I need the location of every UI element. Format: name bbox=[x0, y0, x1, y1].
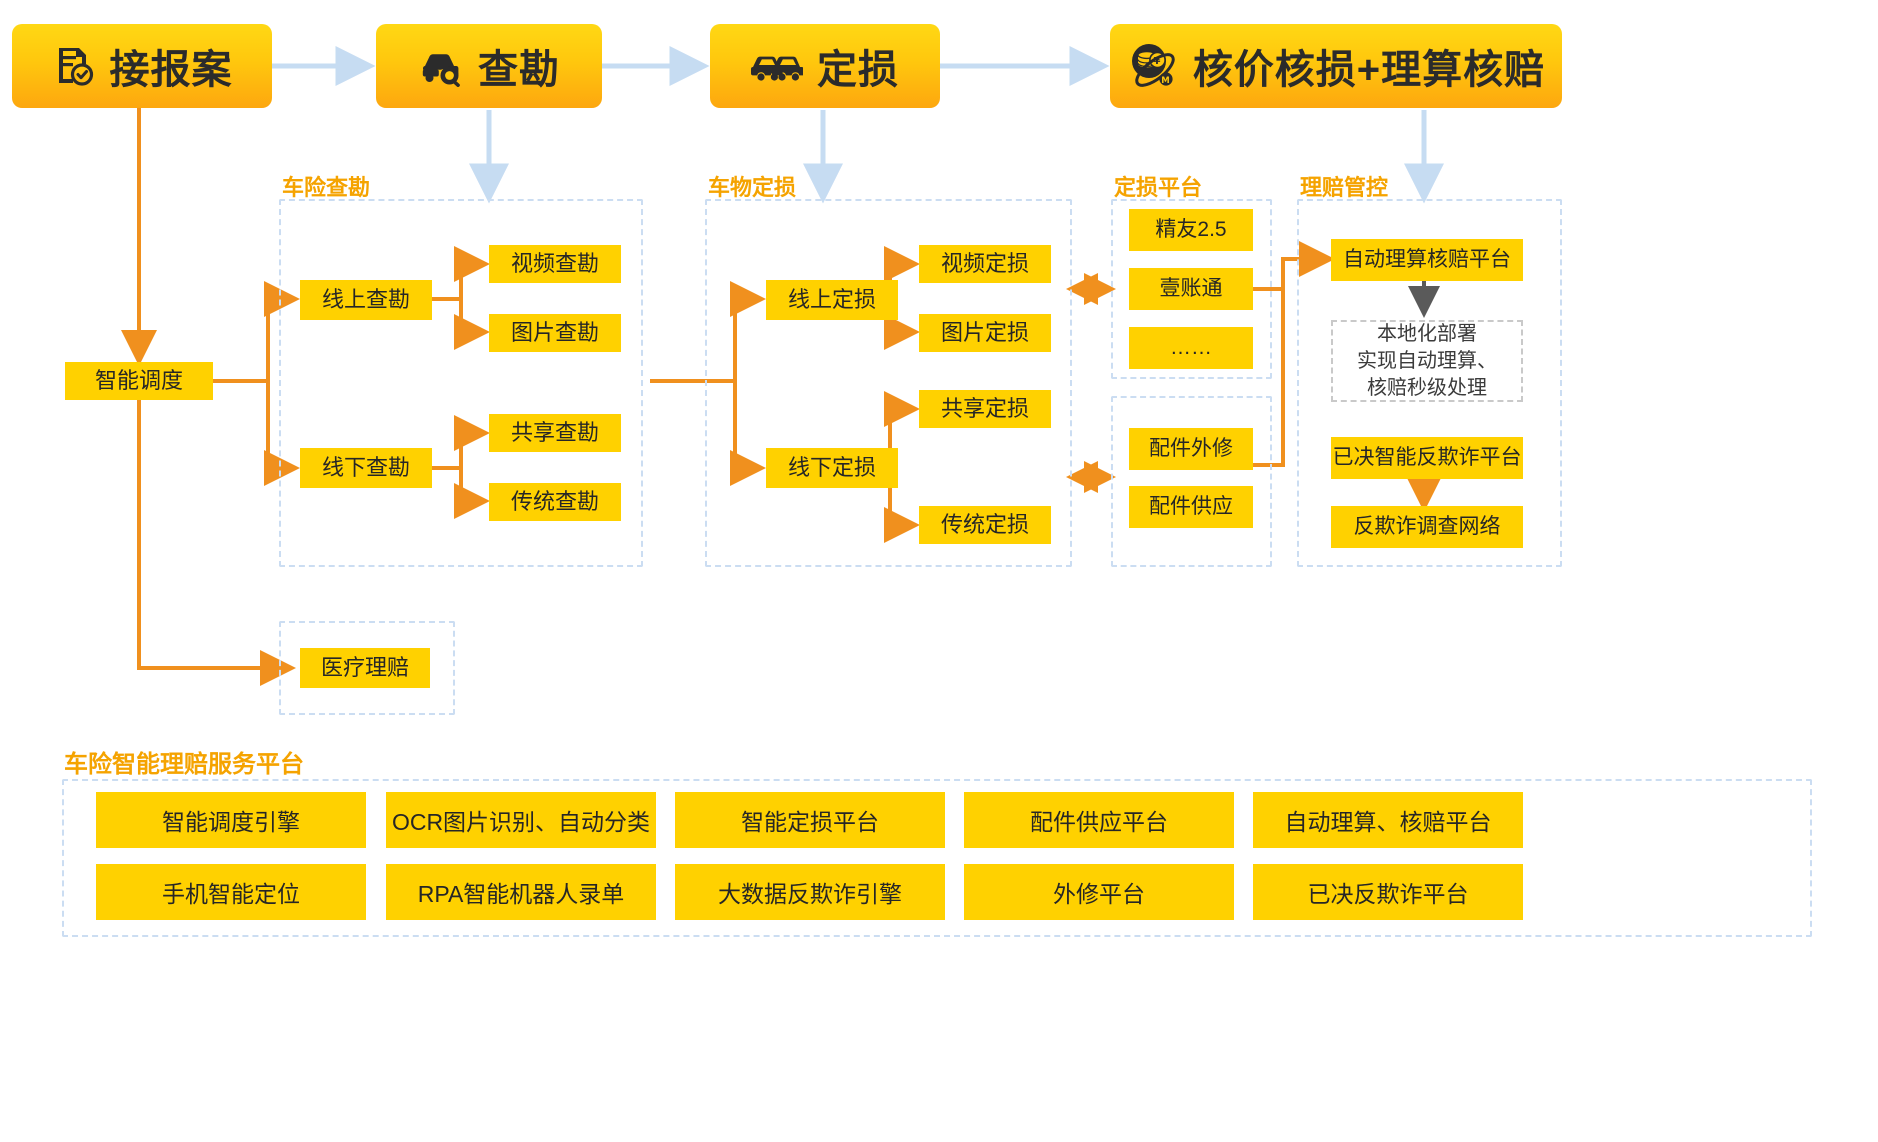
group-lipei-guankong bbox=[1297, 199, 1562, 567]
group-label-dingsun-pingtai: 定损平台 bbox=[1114, 175, 1203, 200]
group-chewu-dingsun bbox=[705, 199, 1072, 567]
leaf-traditional-assess[interactable]: 传统定损 bbox=[919, 506, 1051, 544]
branch-offline-assess[interactable]: 线下定损 bbox=[766, 448, 898, 488]
car-magnifier-icon bbox=[418, 45, 464, 87]
service-platform-title: 车险智能理赔服务平台 bbox=[64, 751, 304, 778]
document-check-icon bbox=[52, 44, 96, 88]
service-platform-cell[interactable]: 智能调度引擎 bbox=[96, 792, 366, 848]
coins-yen-icon: ¥ M bbox=[1127, 42, 1179, 90]
group-medical-claim bbox=[279, 621, 455, 715]
group-chexian-chakan bbox=[279, 199, 643, 567]
group-label-chewu-dingsun: 车物定损 bbox=[708, 175, 797, 200]
stage-label-3: 定损 bbox=[817, 48, 899, 92]
service-platform-cell[interactable]: 大数据反欺诈引擎 bbox=[675, 864, 945, 920]
stage-label-4: 核价核损+理算核赔 bbox=[1192, 48, 1546, 92]
assess-platform-parts-repair[interactable]: 配件外修 bbox=[1129, 428, 1253, 470]
leaf-photo-assess[interactable]: 图片定损 bbox=[919, 314, 1051, 352]
branch-offline-survey[interactable]: 线下查勘 bbox=[300, 448, 432, 488]
dispatch-box[interactable]: 智能调度 bbox=[65, 362, 213, 400]
group-label-lipei-guankong: 理赔管控 bbox=[1300, 175, 1389, 200]
service-platform-cell[interactable]: OCR图片识别、自动分类 bbox=[386, 792, 656, 848]
leaf-shared-assess[interactable]: 共享定损 bbox=[919, 390, 1051, 428]
service-platform-cell[interactable]: 已决反欺诈平台 bbox=[1253, 864, 1523, 920]
service-platform-cell[interactable]: 外修平台 bbox=[964, 864, 1234, 920]
svg-text:M: M bbox=[1161, 76, 1170, 86]
stage-box-1[interactable]: 接报案 bbox=[12, 24, 272, 108]
leaf-video-survey[interactable]: 视频查勘 bbox=[489, 245, 621, 283]
stage-box-2[interactable]: 查勘 bbox=[376, 24, 602, 108]
assess-platform-item-0[interactable]: 精友2.5 bbox=[1129, 209, 1253, 251]
assess-platform-parts-supply[interactable]: 配件供应 bbox=[1129, 486, 1253, 528]
service-platform-cell[interactable]: 配件供应平台 bbox=[964, 792, 1234, 848]
service-platform-cell[interactable]: 手机智能定位 bbox=[96, 864, 366, 920]
assess-platform-item-2[interactable]: …… bbox=[1129, 327, 1253, 369]
service-platform-container bbox=[62, 779, 1812, 937]
auto-settlement-platform-box[interactable]: 自动理算核赔平台 bbox=[1331, 239, 1523, 281]
stage-box-4[interactable]: ¥ M 核价核损+理算核赔 bbox=[1110, 24, 1562, 108]
branch-online-assess[interactable]: 线上定损 bbox=[766, 280, 898, 320]
service-platform-cell[interactable]: 智能定损平台 bbox=[675, 792, 945, 848]
service-platform-cell[interactable]: RPA智能机器人录单 bbox=[386, 864, 656, 920]
fraud-platform-box[interactable]: 已决智能反欺诈平台 bbox=[1331, 437, 1523, 479]
medical-claim-box[interactable]: 医疗理赔 bbox=[300, 648, 430, 688]
leaf-video-assess[interactable]: 视频定损 bbox=[919, 245, 1051, 283]
group-label-chexian-chakan: 车险查勘 bbox=[282, 175, 371, 200]
branch-online-survey[interactable]: 线上查勘 bbox=[300, 280, 432, 320]
group-dingsun-pingtai-upper bbox=[1111, 199, 1272, 379]
leaf-shared-survey[interactable]: 共享查勘 bbox=[489, 414, 621, 452]
svg-text:¥: ¥ bbox=[1153, 56, 1161, 67]
stage-label-2: 查勘 bbox=[478, 48, 560, 92]
assess-platform-item-1[interactable]: 壹账通 bbox=[1129, 268, 1253, 310]
fraud-network-box[interactable]: 反欺诈调查网络 bbox=[1331, 506, 1523, 548]
stage-box-3[interactable]: 定损 bbox=[710, 24, 940, 108]
local-deployment-note: 本地化部署 实现自动理算、 核赔秒级处理 bbox=[1331, 320, 1523, 402]
stage-label-1: 接报案 bbox=[109, 48, 233, 92]
leaf-photo-survey[interactable]: 图片查勘 bbox=[489, 314, 621, 352]
group-dingsun-pingtai-lower bbox=[1111, 396, 1272, 567]
dispatch-label: 智能调度 bbox=[94, 367, 183, 393]
leaf-traditional-survey[interactable]: 传统查勘 bbox=[489, 483, 621, 521]
two-cars-icon bbox=[751, 46, 803, 86]
service-platform-cell[interactable]: 自动理算、核赔平台 bbox=[1253, 792, 1523, 848]
